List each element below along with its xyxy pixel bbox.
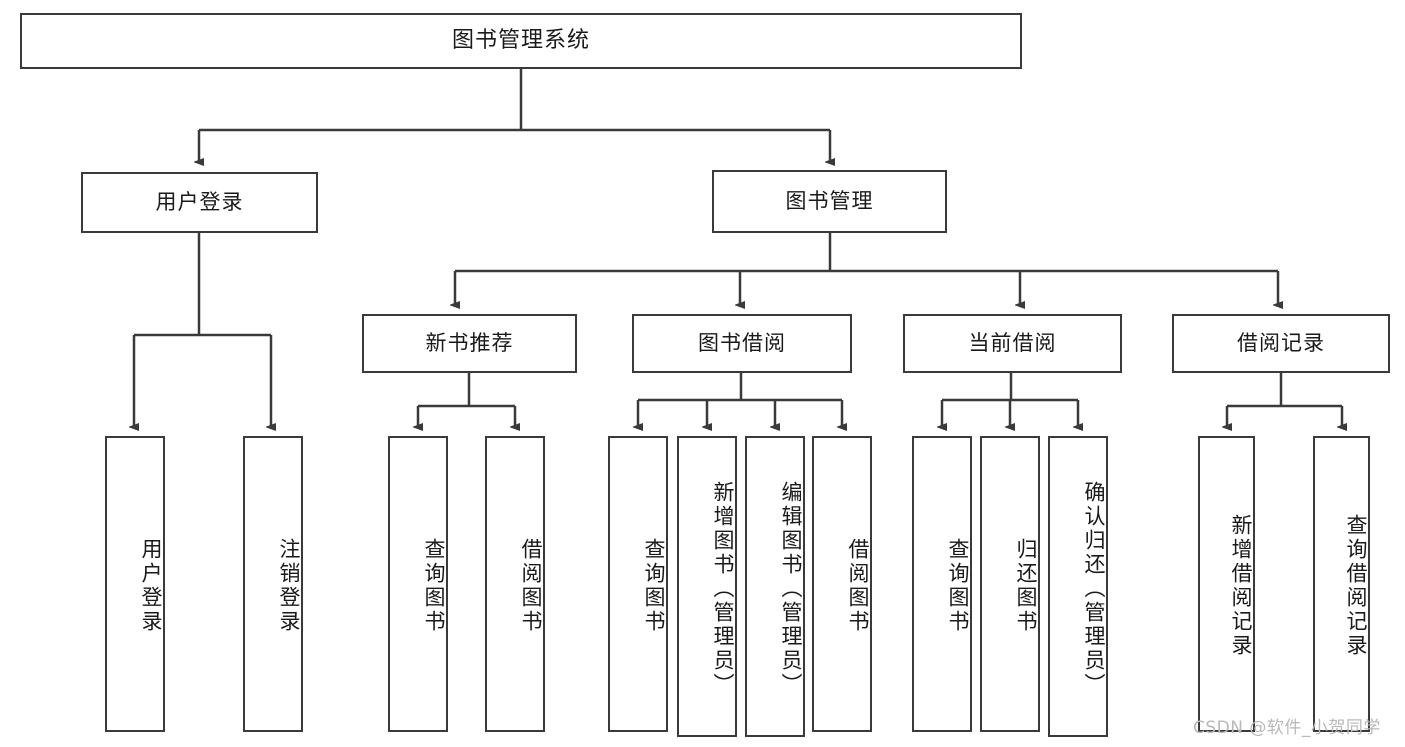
node-leaf-user-logout[interactable]: 注销登录 bbox=[243, 436, 303, 732]
node-book-management[interactable]: 图书管理 bbox=[712, 170, 947, 233]
node-leaf-query-book-borrow[interactable]: 查询图书 bbox=[608, 436, 668, 732]
watermark-text: CSDN @软件_小贺同学 bbox=[1193, 718, 1381, 738]
node-leaf-borrow-book[interactable]: 借阅图书 bbox=[812, 436, 872, 732]
node-leaf-add-borrow-record[interactable]: 新增借阅记录 bbox=[1198, 436, 1255, 732]
node-leaf-confirm-return-admin[interactable]: 确认归还（管理员） bbox=[1048, 436, 1108, 737]
node-book-borrow[interactable]: 图书借阅 bbox=[632, 314, 852, 373]
node-leaf-query-borrow-record[interactable]: 查询借阅记录 bbox=[1313, 436, 1370, 732]
node-leaf-borrow-book-recommend[interactable]: 借阅图书 bbox=[485, 436, 545, 732]
node-leaf-user-login[interactable]: 用户登录 bbox=[105, 436, 165, 732]
node-borrow-record[interactable]: 借阅记录 bbox=[1172, 314, 1390, 373]
node-leaf-add-book-admin[interactable]: 新增图书（管理员） bbox=[677, 436, 737, 737]
node-leaf-query-book-recommend[interactable]: 查询图书 bbox=[388, 436, 448, 732]
node-leaf-edit-book-admin[interactable]: 编辑图书（管理员） bbox=[745, 436, 805, 737]
node-current-borrow[interactable]: 当前借阅 bbox=[903, 314, 1122, 373]
node-user-login[interactable]: 用户登录 bbox=[81, 172, 318, 233]
node-new-book-recommend[interactable]: 新书推荐 bbox=[362, 314, 577, 373]
node-leaf-return-book[interactable]: 归还图书 bbox=[980, 436, 1040, 732]
node-root-system[interactable]: 图书管理系统 bbox=[20, 13, 1022, 69]
node-leaf-query-book-current[interactable]: 查询图书 bbox=[912, 436, 972, 732]
